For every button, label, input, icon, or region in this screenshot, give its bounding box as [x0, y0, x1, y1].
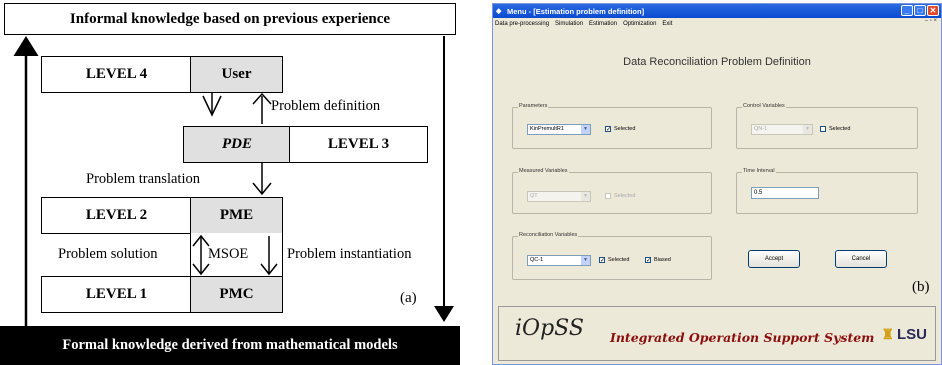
informal-knowledge-banner: Informal knowledge based on previous exp… [4, 3, 456, 35]
checkbox-icon[interactable] [820, 126, 826, 132]
menu-optimization[interactable]: Optimization [623, 20, 657, 27]
reconciliation-selected-label: Selected [608, 257, 630, 263]
menu-data-preprocessing[interactable]: Data pre-processing [495, 20, 550, 27]
reconciliation-biased-checkbox[interactable]: ✓ Biased [645, 257, 671, 264]
iopss-window: ◆ Menu - [Estimation problem definition]… [492, 3, 942, 365]
msoe-connector [190, 233, 283, 277]
footer-tagline: Integrated Operation Support System [610, 330, 875, 345]
close-icon[interactable]: ✕ [927, 5, 939, 16]
maximize-icon[interactable]: □ [914, 5, 926, 16]
time-interval-group: Time Interval 0.5 [736, 168, 918, 214]
diagram-arrows [13, 36, 454, 326]
formal-knowledge-banner: Formal knowledge derived from mathematic… [0, 326, 460, 365]
problem-definition-label: Problem definition [271, 98, 381, 114]
reconciliation-biased-label: Biased [654, 257, 671, 263]
user-box: User [190, 56, 283, 93]
form-heading: Data Reconciliation Problem Definition [623, 56, 811, 68]
control-variables-label: Control Variables [742, 103, 786, 109]
lsu-logo: ♜ LSU [881, 326, 927, 343]
pde-box: PDE [183, 126, 291, 163]
menu-exit[interactable]: Exit [662, 20, 673, 27]
parameters-label: Parameters [518, 103, 549, 109]
title-bar: ◆ Menu - [Estimation problem definition]… [493, 4, 941, 18]
footer-banner: iOpSS Integrated Operation Support Syste… [498, 306, 936, 361]
level-1-label: LEVEL 1 [41, 276, 192, 313]
control-variables-combo[interactable]: QN-1 ▼ [751, 124, 813, 135]
reconciliation-selected-checkbox[interactable]: ✓ Selected [599, 257, 630, 264]
problem-solution-label: Problem solution [58, 246, 158, 262]
menu-bar: Data pre-processing Simulation Estimatio… [493, 18, 941, 29]
panel-b-tag: (b) [912, 279, 930, 295]
measured-variables-combo[interactable]: QT ▼ [527, 191, 591, 202]
pmc-box: PMC [190, 276, 283, 313]
reconciliation-variables-group: Reconciliation Variables QC-1 ▼ ✓ Select… [512, 232, 712, 280]
control-variables-selected-checkbox[interactable]: Selected [820, 126, 850, 132]
level-2-label: LEVEL 2 [41, 197, 192, 234]
parameters-value: KinPremultR1 [530, 126, 564, 132]
window-title: Menu - [Estimation problem definition] [507, 6, 645, 16]
checkbox-checked-icon[interactable]: ✓ [645, 257, 652, 264]
form-area: Data Reconciliation Problem Definition P… [498, 31, 936, 303]
menu-simulation[interactable]: Simulation [555, 20, 584, 27]
measured-variables-label: Measured Variables [518, 168, 569, 174]
parameters-selected-checkbox[interactable]: ✓ Selected [605, 126, 636, 133]
lsu-brand-text: LSU [897, 326, 927, 343]
measured-variables-group: Measured Variables QT ▼ Selected [512, 168, 712, 214]
pme-box: PME [190, 197, 283, 234]
mdi-controls-icon[interactable]: – ▫ × [924, 18, 937, 24]
level-4-label: LEVEL 4 [41, 56, 192, 93]
minimize-icon[interactable]: _ [901, 5, 913, 16]
chevron-down-icon[interactable]: ▼ [581, 192, 590, 201]
msoe-label: MSOE [208, 246, 249, 262]
cancel-button[interactable]: Cancel [835, 250, 887, 268]
reconciliation-variables-label: Reconciliation Variables [518, 232, 579, 238]
measured-variables-selected-label: Selected [614, 193, 636, 199]
control-variables-selected-label: Selected [829, 126, 851, 132]
chevron-down-icon[interactable]: ▼ [581, 125, 590, 134]
chevron-down-icon[interactable]: ▼ [581, 256, 590, 265]
menu-estimation[interactable]: Estimation [589, 20, 618, 27]
parameters-combo[interactable]: KinPremultR1 ▼ [527, 124, 591, 135]
time-interval-input[interactable]: 0.5 [751, 187, 819, 199]
measured-variables-value: QT [530, 193, 538, 199]
reconciliation-variables-combo[interactable]: QC-1 ▼ [527, 255, 591, 266]
architecture-diagram: Informal knowledge based on previous exp… [0, 0, 460, 365]
accept-button[interactable]: Accept [748, 250, 800, 268]
level-3-label: LEVEL 3 [289, 126, 428, 163]
parameters-selected-label: Selected [614, 126, 636, 132]
iopss-logo: iOpSS [515, 316, 584, 341]
control-variables-group: Control Variables QN-1 ▼ Selected [736, 103, 918, 149]
parameters-group: Parameters KinPremultR1 ▼ ✓ Selected [512, 103, 712, 149]
checkbox-checked-icon[interactable]: ✓ [599, 257, 606, 264]
panel-a-tag: (a) [400, 290, 417, 306]
problem-instantiation-label: Problem instantiation [287, 246, 412, 262]
checkbox-checked-icon[interactable]: ✓ [605, 126, 612, 133]
chevron-down-icon[interactable]: ▼ [803, 125, 812, 134]
control-variables-value: QN-1 [754, 126, 768, 132]
checkbox-icon[interactable] [605, 193, 611, 199]
app-icon: ◆ [496, 8, 502, 15]
measured-variables-selected-checkbox[interactable]: Selected [605, 193, 635, 199]
problem-translation-label: Problem translation [86, 171, 200, 187]
time-interval-label: Time Interval [742, 168, 776, 174]
reconciliation-variables-value: QC-1 [530, 257, 544, 263]
lsu-tower-icon: ♜ [881, 326, 894, 342]
